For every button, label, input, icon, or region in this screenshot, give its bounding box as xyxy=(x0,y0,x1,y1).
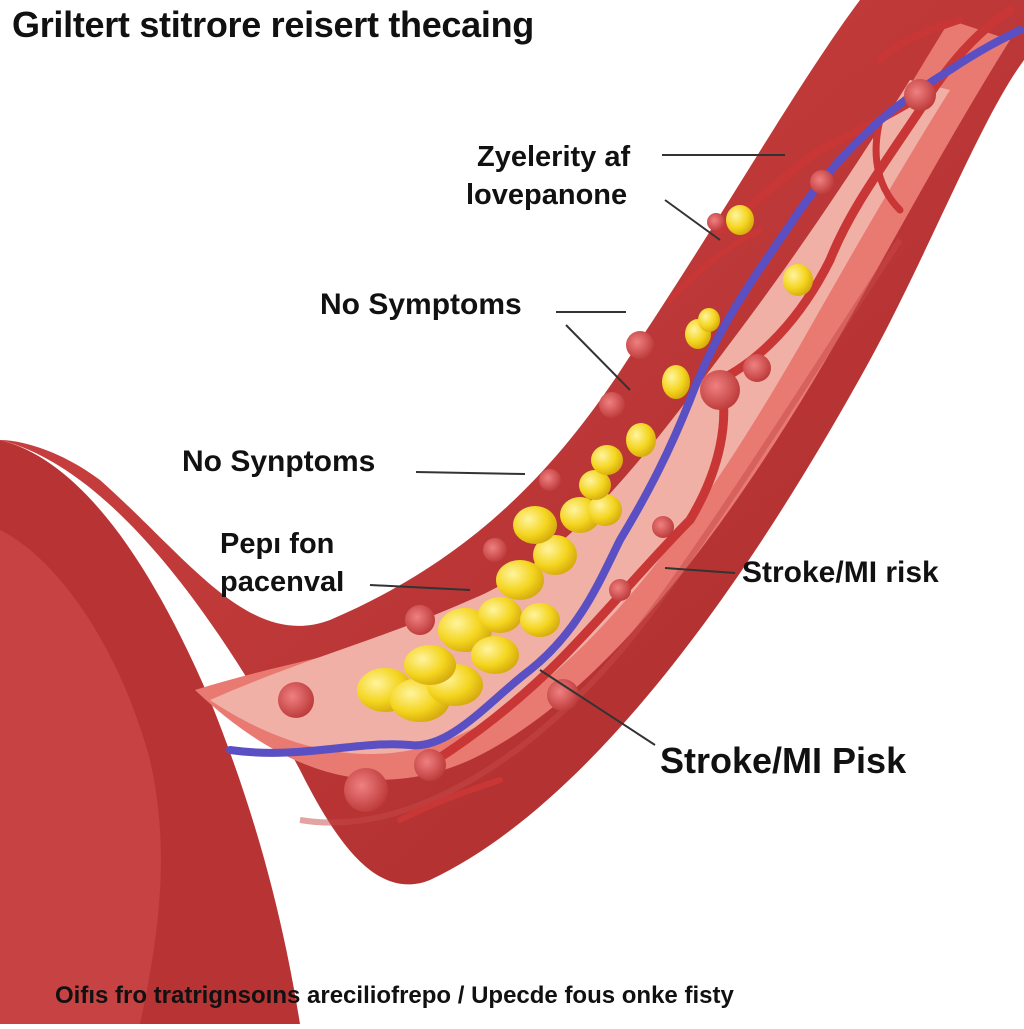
leader-line-1b xyxy=(664,199,721,241)
label-no-symptoms-2: No Synptoms xyxy=(182,445,376,478)
label-4-line-1: Pepı fon xyxy=(220,528,335,560)
leader-line-3 xyxy=(415,471,526,475)
leader-line-2b xyxy=(565,324,631,391)
diagram-footer: Oifıs fro tratrignsoıns areciliofrepo / … xyxy=(55,982,734,1009)
leader-line-6 xyxy=(539,669,656,746)
label-stroke-mi-risk: Stroke/MI risk xyxy=(742,556,939,589)
leader-line-4 xyxy=(369,584,471,591)
label-4-line-2: pacenvaI xyxy=(220,566,345,598)
plaque-deposit xyxy=(357,205,813,722)
label-1-line-2: lovepanone xyxy=(466,179,628,211)
leader-line-5 xyxy=(664,567,736,574)
label-no-symptoms-1: No Symptoms xyxy=(320,288,522,321)
nerve-fiber xyxy=(226,26,1024,757)
label-stroke-mi-pisk: Stroke/MI Pisk xyxy=(660,740,907,781)
leader-lines xyxy=(369,154,785,746)
blood-cells xyxy=(278,79,936,812)
diagram-title: Griltert stitrore reisert thecaing xyxy=(12,4,534,45)
label-1-line-1: Zyelerity af xyxy=(477,141,631,173)
